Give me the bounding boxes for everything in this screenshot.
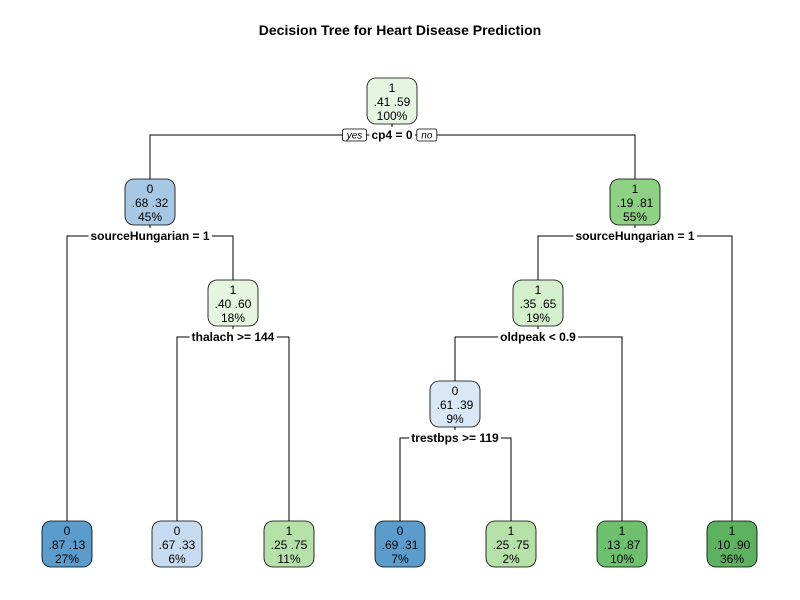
branch-label-no: no bbox=[421, 131, 433, 142]
node-probs: .10 .90 bbox=[714, 538, 751, 552]
node-box bbox=[263, 520, 315, 568]
split-label-bg bbox=[369, 127, 415, 143]
node-pct: 6% bbox=[168, 552, 186, 566]
edge-left-2 bbox=[66, 235, 150, 521]
node-class: 0 bbox=[147, 182, 154, 196]
node-box bbox=[596, 520, 648, 568]
tree-node-24: 0.69 .317% bbox=[374, 520, 426, 568]
split-label-6: oldpeak < 0.9 bbox=[500, 330, 576, 344]
node-probs: .40 .60 bbox=[215, 297, 252, 311]
node-probs: .41 .59 bbox=[374, 95, 411, 109]
node-box bbox=[151, 520, 203, 568]
node-probs: .69 .31 bbox=[382, 538, 419, 552]
node-class: 1 bbox=[729, 524, 736, 538]
node-box bbox=[366, 77, 418, 125]
split-label-12: trestbps >= 119 bbox=[411, 431, 499, 445]
node-box bbox=[429, 380, 481, 428]
node-probs: .19 .81 bbox=[617, 196, 654, 210]
node-pct: 9% bbox=[446, 412, 464, 426]
edge-left-5 bbox=[176, 336, 233, 521]
split-label-bg bbox=[189, 329, 277, 345]
split-label-bg bbox=[498, 329, 579, 345]
node-box bbox=[609, 178, 661, 226]
edge-right-12 bbox=[455, 437, 512, 521]
node-box bbox=[41, 520, 93, 568]
node-probs: .35 .65 bbox=[520, 297, 557, 311]
node-probs: .25 .75 bbox=[493, 538, 530, 552]
edge-left-1 bbox=[149, 134, 392, 179]
split-label-bg bbox=[88, 228, 212, 244]
node-box bbox=[706, 520, 758, 568]
tree-node-12: 0.61 .399% bbox=[429, 380, 481, 428]
node-pct: 2% bbox=[502, 552, 520, 566]
split-label-bg bbox=[573, 228, 697, 244]
split-labels: cp4 = 0 yes no sourceHungarian = 1 sourceHun… bbox=[88, 127, 697, 446]
node-pct: 36% bbox=[720, 552, 744, 566]
node-probs: .87 .13 bbox=[49, 538, 86, 552]
node-probs: .25 .75 bbox=[271, 538, 308, 552]
node-pct: 10% bbox=[610, 552, 634, 566]
node-class: 1 bbox=[632, 182, 639, 196]
node-pct: 11% bbox=[277, 552, 300, 566]
branch-label-yes: yes bbox=[346, 131, 363, 142]
node-class: 0 bbox=[452, 384, 459, 398]
node-class: 1 bbox=[389, 81, 396, 95]
split-label-bg bbox=[409, 430, 502, 446]
node-pct: 7% bbox=[391, 552, 409, 566]
node-pct: 45% bbox=[138, 210, 162, 224]
node-box bbox=[207, 279, 259, 327]
node-pct: 100% bbox=[377, 109, 408, 123]
node-class: 1 bbox=[508, 524, 515, 538]
node-class: 1 bbox=[619, 524, 626, 538]
chart-title: Decision Tree for Heart Disease Predicti… bbox=[259, 22, 541, 38]
node-pct: 27% bbox=[55, 552, 79, 566]
node-class: 1 bbox=[230, 283, 237, 297]
node-probs: .61 .39 bbox=[437, 398, 474, 412]
node-class: 1 bbox=[286, 524, 293, 538]
tree-node-25: 1.25 .752% bbox=[485, 520, 537, 568]
node-box bbox=[374, 520, 426, 568]
node-class: 0 bbox=[397, 524, 404, 538]
split-label-5: thalach >= 144 bbox=[192, 330, 275, 344]
node-class: 1 bbox=[535, 283, 542, 297]
edge-right-6 bbox=[538, 336, 623, 521]
edge-right-3 bbox=[635, 235, 733, 521]
split-label-1: cp4 = 0 bbox=[371, 128, 412, 142]
split-label-3: sourceHungarian = 1 bbox=[575, 229, 694, 243]
branch-tag-no bbox=[416, 128, 438, 142]
node-probs: .67 .33 bbox=[159, 538, 196, 552]
edge-right-5 bbox=[233, 336, 290, 521]
node-box bbox=[485, 520, 537, 568]
split-label-2: sourceHungarian = 1 bbox=[90, 229, 209, 243]
node-class: 0 bbox=[64, 524, 71, 538]
node-pct: 55% bbox=[623, 210, 647, 224]
tree-node-10: 0.67 .336% bbox=[151, 520, 203, 568]
node-box bbox=[512, 279, 564, 327]
node-probs: .68 .32 bbox=[132, 196, 169, 210]
node-pct: 18% bbox=[221, 311, 245, 325]
branch-tag-yes bbox=[342, 128, 367, 142]
edge-left-12 bbox=[399, 437, 455, 521]
node-class: 0 bbox=[174, 524, 181, 538]
node-probs: .13 .87 bbox=[604, 538, 641, 552]
edge-right-1 bbox=[392, 134, 636, 179]
node-pct: 19% bbox=[526, 311, 550, 325]
node-box bbox=[124, 178, 176, 226]
